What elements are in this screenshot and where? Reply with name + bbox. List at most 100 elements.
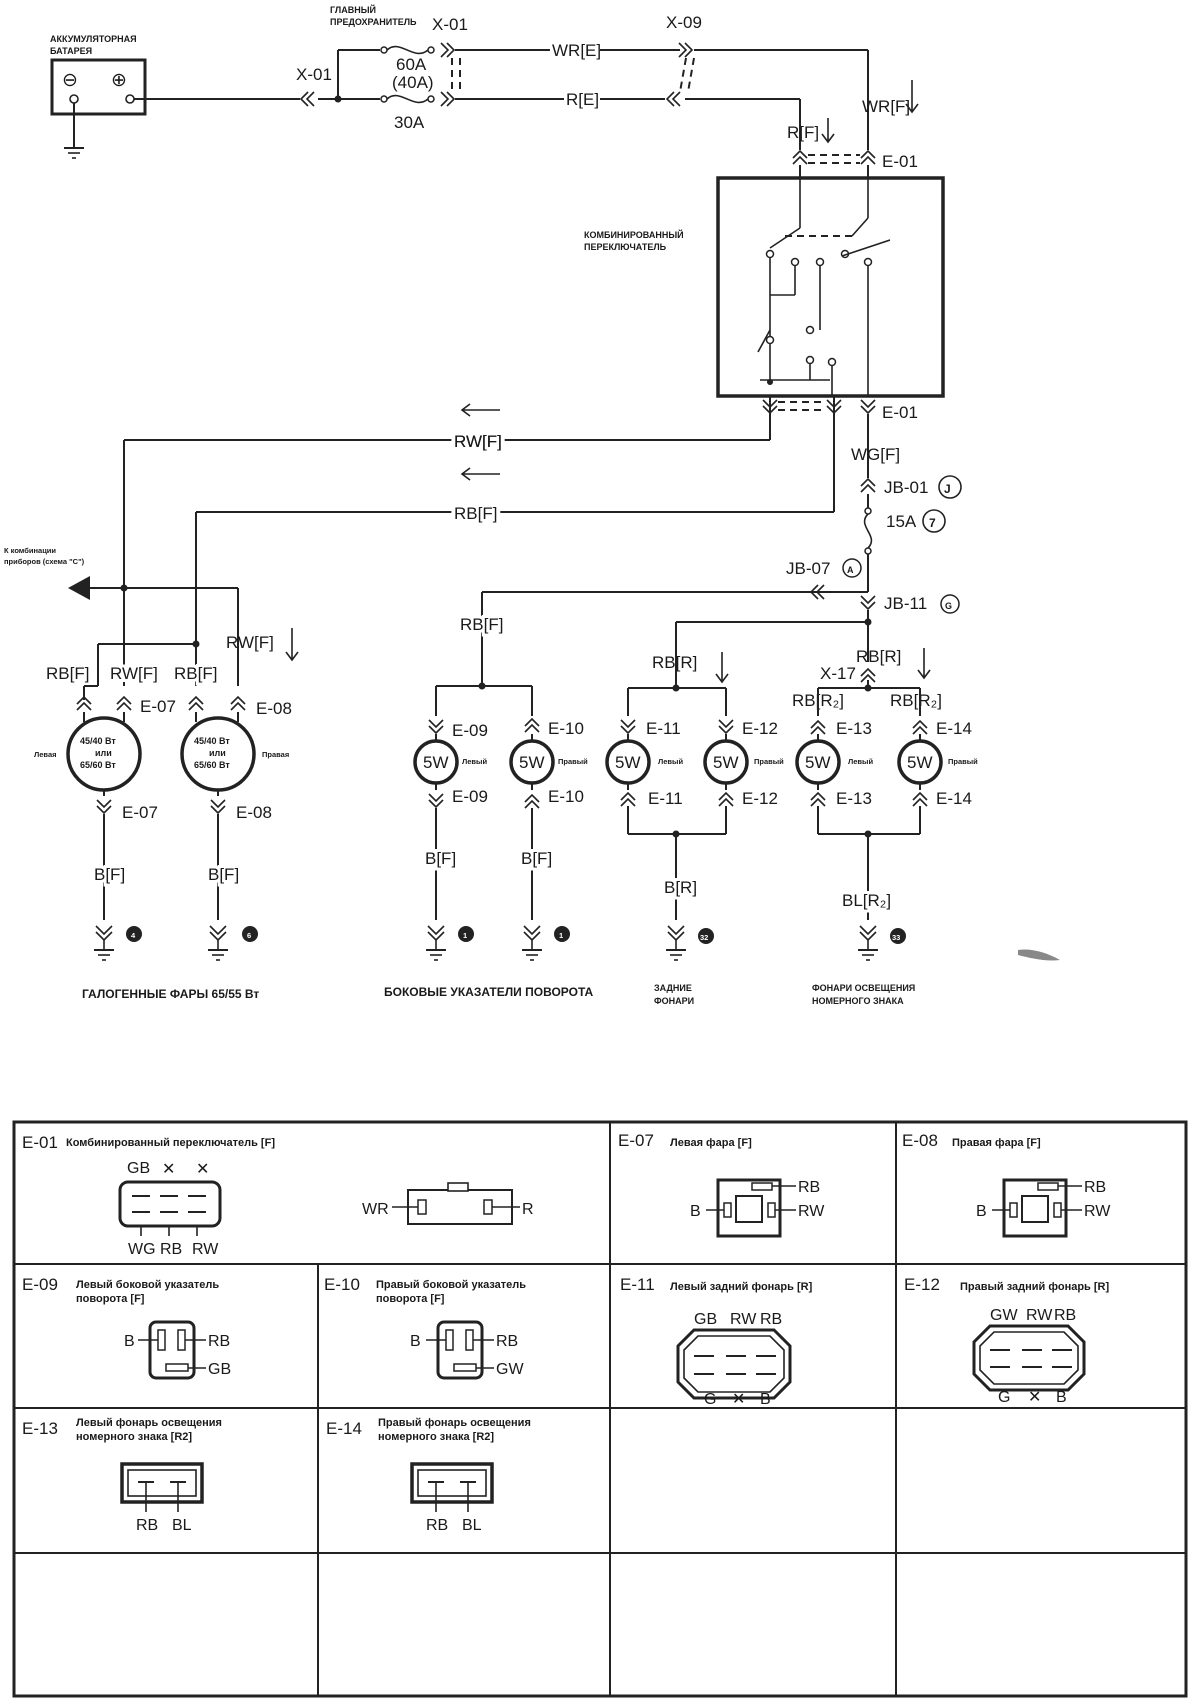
connector-e07-icon — [116, 696, 132, 711]
e08-pin-rw: RW — [1084, 1203, 1111, 1220]
left-plate-lamp: 5W — [805, 753, 831, 772]
fuse-15a-mark: 7 — [929, 516, 936, 530]
wire-rw-f-label-bg: RW[F] — [454, 432, 502, 451]
table-cell-e14: E-14 Правый фонарь освещения номерного з… — [326, 1417, 531, 1534]
wire-r-f-label: R[F] — [787, 123, 819, 142]
e07-bottom-label: E-07 — [122, 803, 158, 822]
x01-top-label: X-01 — [432, 15, 468, 34]
jb07-label: JB-07 — [786, 559, 830, 578]
plate-lamps-caption-2: НОМЕРНОГО ЗНАКА — [812, 996, 904, 1006]
e08-id: E-08 — [902, 1131, 938, 1150]
battery-positive-icon: ⊕ — [111, 70, 127, 91]
jb11-label: JB-11 — [884, 594, 927, 613]
connector-x01-left-icon — [300, 91, 315, 107]
e08-top-label: E-08 — [256, 699, 292, 718]
arrow-down-icon — [715, 652, 729, 684]
ground-icon — [665, 925, 687, 961]
e09-pin-gb: GB — [208, 1361, 231, 1378]
e12-id: E-12 — [904, 1275, 940, 1294]
right-rear-lamp: 5W — [713, 753, 739, 772]
right-headlamp-side: Правая — [262, 750, 289, 759]
battery: АККУМУЛЯТОРНАЯ БАТАРЕЯ ⊖ ⊕ — [50, 34, 147, 159]
e07-top-label: E-07 — [140, 697, 176, 716]
instrument-note-2: приборов (схема "C") — [4, 557, 85, 566]
ground-icon — [857, 925, 879, 961]
wire-wr-e-label: WR[E] — [552, 41, 601, 60]
e01-pin: ✕ — [196, 1161, 209, 1178]
left-plate-side: Левый — [848, 757, 873, 766]
jb01-mark: J — [944, 482, 951, 496]
connector-x09-icon — [678, 42, 693, 58]
arrow-down-icon — [285, 628, 299, 662]
wire-b-f-2-label: B[F] — [208, 865, 239, 884]
connector-e07-icon — [96, 799, 112, 814]
jb11-mark: G — [945, 601, 952, 611]
wire-rb-f-side-label: RB[F] — [460, 615, 503, 634]
e14-pin-rb: RB — [426, 1517, 448, 1534]
rear-lamps-caption-2: ФОНАРИ — [654, 996, 694, 1006]
e11-pin: ✕ — [732, 1391, 745, 1408]
right-rear-side: Правый — [754, 757, 784, 766]
wire-b-r-label: B[R] — [664, 878, 697, 897]
right-plate-side: Правый — [948, 757, 978, 766]
ground-icon — [425, 925, 447, 961]
combination-switch: КОМБИНИРОВАННЫЙ ПЕРЕКЛЮЧАТЕЛЬ — [584, 176, 945, 398]
e11-top-label: E-11 — [646, 719, 681, 738]
e10-desc: Правый боковой указатель — [376, 1279, 526, 1291]
table-cell-e08: E-08 Правая фара [F] RB B RW — [902, 1131, 1111, 1238]
e14-id: E-14 — [326, 1419, 362, 1438]
rear-lamps-caption: ЗАДНИЕ — [654, 983, 692, 993]
e07-pin-rw: RW — [798, 1203, 825, 1220]
e10-bottom-label: E-10 — [548, 787, 584, 806]
e14-pin-bl: BL — [462, 1517, 482, 1534]
connector-e11-icon — [620, 719, 636, 734]
e01-pin: GB — [127, 1160, 150, 1177]
e13-top-label: E-13 — [836, 719, 872, 738]
table-cell-e09: E-09 Левый боковой указатель поворота [F… — [22, 1275, 231, 1380]
wire-rw-f-left-label: RW[F] — [110, 664, 158, 683]
table-cell-e10: E-10 Правый боковой указатель поворота [… — [324, 1275, 526, 1380]
battery-label: АККУМУЛЯТОРНАЯ — [50, 34, 137, 44]
e12-desc: Правый задний фонарь [R] — [960, 1281, 1109, 1293]
e07-pin-b: B — [690, 1203, 701, 1220]
e14-top-label: E-14 — [936, 719, 972, 738]
wire-rw-f-label: RW[F] — [454, 432, 502, 451]
arrow-left-icon — [68, 576, 90, 600]
arrow-down-icon — [821, 118, 835, 144]
wire-r-e-label: R[E] — [566, 90, 599, 109]
ground-icon — [64, 147, 84, 159]
wire-rw-f-right-label: RW[F] — [226, 633, 274, 652]
e01-pin-wr: WR — [362, 1201, 389, 1218]
switch-label-2: ПЕРЕКЛЮЧАТЕЛЬ — [584, 242, 667, 252]
e08-desc: Правая фара [F] — [952, 1137, 1041, 1149]
left-rear-side: Левый — [658, 757, 683, 766]
e13-bottom-label: E-13 — [836, 789, 872, 808]
wire-rb-f-right-label: RB[F] — [174, 664, 217, 683]
connector-e08-icon — [230, 696, 246, 711]
right-side-turn-side: Правый — [558, 757, 588, 766]
wire-rb-f-label: RB[F] — [454, 504, 497, 523]
left-headlamp-rating: 45/40 Вт — [80, 736, 116, 746]
wire-b-f-4-label: B[F] — [521, 849, 552, 868]
connector-e01-icon — [792, 150, 808, 165]
arrow-down-icon — [917, 648, 931, 680]
connector-x09-icon — [666, 91, 681, 107]
fuse-40a: (40A) — [392, 73, 434, 92]
e11-pin: RB — [760, 1311, 782, 1328]
e07-pin-rb: RB — [798, 1179, 820, 1196]
e12-bottom-label: E-12 — [742, 789, 778, 808]
wire-wg-f-label: WG[F] — [851, 445, 900, 464]
left-rear-lamp: 5W — [615, 753, 641, 772]
connector-e10-icon — [524, 718, 540, 733]
arrow-left-icon — [460, 403, 500, 417]
e01-pin-r: R — [522, 1201, 534, 1218]
connector-e14-icon — [912, 792, 928, 807]
switch-label: КОМБИНИРОВАННЫЙ — [584, 229, 684, 240]
left-headlamp-rating-alt: 65/60 Вт — [80, 760, 116, 770]
wire-b-f-1-label: B[F] — [94, 865, 125, 884]
e13-pin-bl: BL — [172, 1517, 192, 1534]
right-side-turn-lamp: 5W — [519, 753, 545, 772]
wire-rb-f-left-label: RB[F] — [46, 664, 89, 683]
right-headlamp-rating: 45/40 Вт — [194, 736, 230, 746]
